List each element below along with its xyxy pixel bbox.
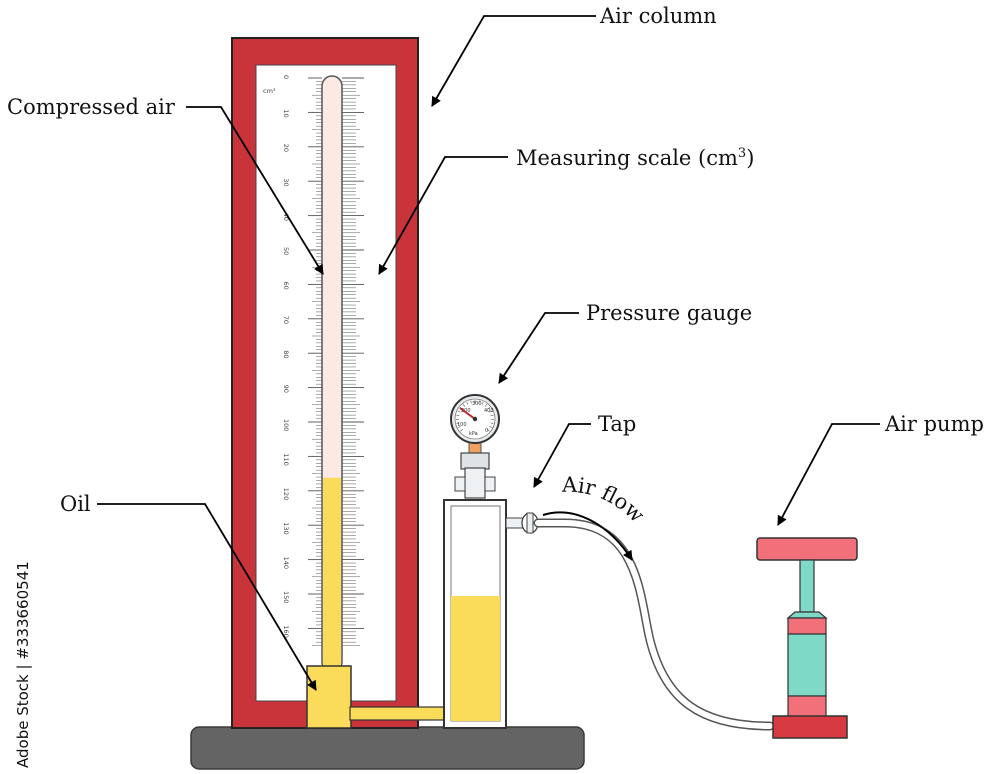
air-flow-arrow [542,511,633,561]
air-pump [756,537,858,739]
scale-number: 130 [282,522,290,534]
scale-number: 0 [282,75,290,79]
gauge-tick-400: 400 [484,408,494,414]
scale-number: 100 [282,419,290,431]
label-measuring-scale: Measuring scale (cm3) [516,146,754,170]
label-air-pump: Air pump [884,412,984,436]
gauge-tick-100: 100 [457,422,467,428]
scale-number: 40 [282,213,290,221]
callout-compressed-air [186,106,324,275]
tube-reservoir [306,665,352,729]
scale-number: 20 [282,144,290,152]
scale-number: 50 [282,247,290,255]
label-pressure-gauge: Pressure gauge [586,301,752,325]
scale-number: 90 [282,385,290,393]
gauge-tick-mark [470,400,472,404]
callout-measuring-scale [378,156,508,275]
gauge-tick-mark [466,401,469,405]
pump-base [772,715,848,739]
pump-cylinder-band-top [787,617,827,635]
scale-number: 110 [282,453,290,465]
gauge-fitting [460,452,490,470]
pump-cylinder [787,633,827,697]
scale-number: 140 [282,557,290,569]
scale-number: 10 [282,109,290,117]
label-air-column: Air column [599,4,717,28]
gauge-tick-mark [456,422,460,424]
label-oil: Oil [60,492,91,516]
label-tap: Tap [598,412,636,436]
scale-number: 150 [282,591,290,603]
gauge-tick-mark [484,404,488,407]
pump-rod [799,559,815,613]
callout-air-column [431,15,596,107]
gauge-tick-mark [489,425,493,428]
gauge-tick-mark [457,425,461,428]
scale-number: 120 [282,488,290,500]
callout-air-pump [777,423,880,526]
label-compressed-air: Compressed air [7,95,176,119]
tap [505,512,539,534]
gauge-tick-mark [490,422,494,424]
scale-number: 30 [282,178,290,186]
pump-cylinder-top [786,611,828,619]
gauge-tick-mark [487,407,491,410]
connecting-pipe [349,706,447,721]
gauge-needle [459,407,476,420]
gauge-tick-mark [489,410,493,413]
callout-tap [533,423,591,488]
gauge-tick-300: 300 [472,401,482,407]
scale-unit-label: cm³ [263,87,276,95]
callout-oil [97,503,317,691]
scale-number: 160 [282,625,290,637]
gauge-valve-side-right [484,476,496,492]
gauge-tick-mark [456,414,460,416]
scale-number: 60 [282,281,290,289]
gauge-tick-0: 0 [485,428,488,434]
gauge-tick-mark [460,429,463,432]
gauge-tick-mark [478,400,480,404]
gauge-tick-mark [481,401,484,405]
pump-cylinder-band-bottom [787,695,827,719]
callout-pressure-gauge [498,312,579,384]
pump-handle [756,537,858,561]
gauge-tick-mark [487,429,490,432]
measuring-scale: 0 10 20 30 40 50 60 70 80 90 100 110 120 130 140 150 160 [282,75,364,646]
oil-column [323,477,341,672]
vessel-oil [451,596,500,721]
gauge-tick-mark [490,414,494,416]
gauge-valve-block [464,467,486,499]
scale-number: 80 [282,350,290,358]
scale-number: 70 [282,316,290,324]
gauge-tick-mark [457,410,461,413]
base-platform [190,726,585,770]
gauge-valve-side-left [454,476,466,492]
gauge-tick-mark [462,404,466,407]
stock-watermark: Adobe Stock | #333660541 [14,561,32,768]
air-hose [533,518,775,731]
pressure-gauge: 100 200 300 400 0 kPa [450,394,500,444]
gauge-unit: kPa [469,431,478,437]
